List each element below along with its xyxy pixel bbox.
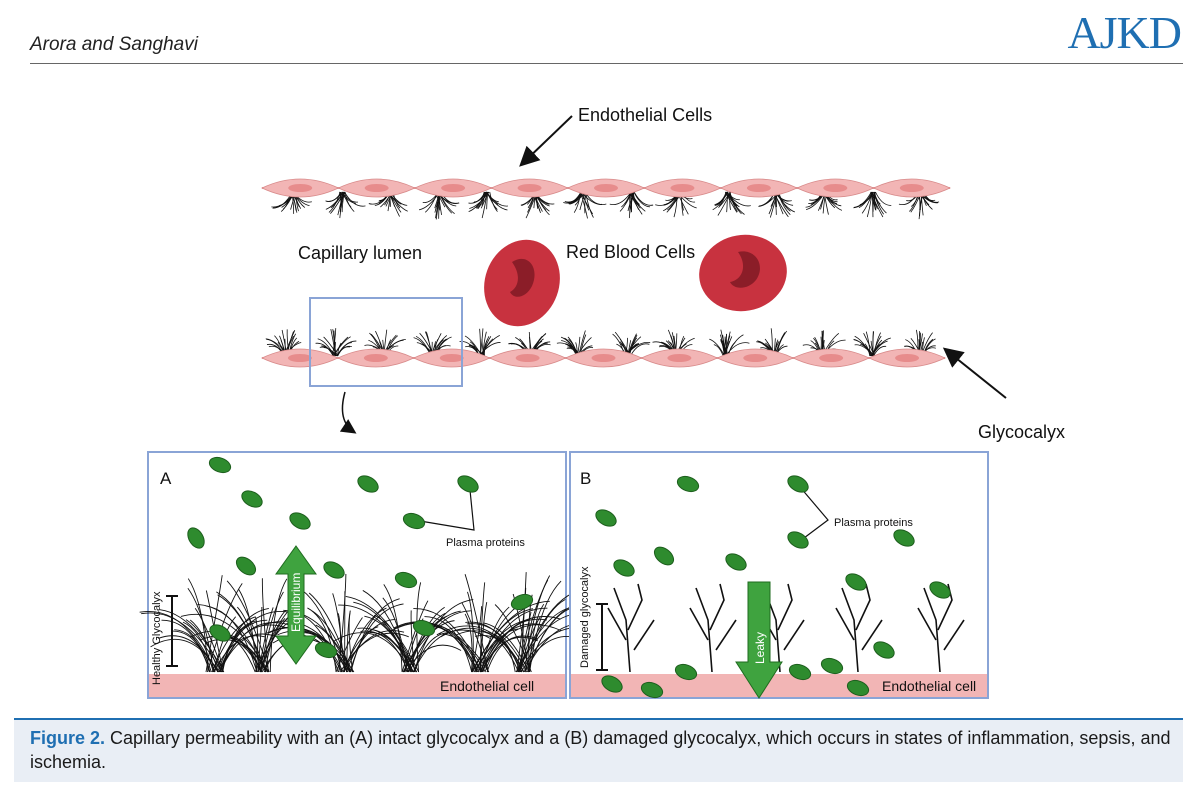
caption-background xyxy=(14,718,1183,782)
cell-nucleus xyxy=(895,354,920,362)
plasma-protein xyxy=(613,559,635,577)
cell-nucleus xyxy=(363,354,388,362)
cell-nucleus xyxy=(517,184,542,192)
panel-a-cell-label: Endothelial cell xyxy=(440,678,534,694)
plasma-protein xyxy=(510,593,534,611)
damaged-glycocalyx-label: Damaged glycocalyx xyxy=(579,566,591,668)
plasma-protein xyxy=(289,512,311,530)
endothelial-cells-label: Endothelial Cells xyxy=(578,105,712,125)
equilibrium-arrow xyxy=(275,545,317,665)
leaky-arrow xyxy=(735,581,783,699)
journal-logo: AJKD xyxy=(1067,7,1182,58)
plasma-protein xyxy=(601,675,623,693)
panel-a-protein-pointer xyxy=(419,489,475,531)
plasma-protein xyxy=(241,490,263,508)
header-divider xyxy=(30,63,1183,64)
cell-nucleus xyxy=(287,354,312,362)
plasma-protein xyxy=(674,663,698,681)
cell-nucleus xyxy=(515,354,540,362)
lower-endothelial-cells xyxy=(261,348,946,368)
plasma-protein xyxy=(323,561,345,579)
panel-a-plasma-proteins-label: Plasma proteins xyxy=(446,537,525,549)
capillary-lumen-label: Capillary lumen xyxy=(298,243,422,263)
plasma-protein xyxy=(357,475,379,493)
panel-a-letter: A xyxy=(160,469,172,488)
plasma-protein xyxy=(209,624,231,642)
panel-b-plasma-proteins-label: Plasma proteins xyxy=(834,517,913,529)
plasma-protein xyxy=(676,475,700,493)
healthy-glycocalyx-label: Healthy Glycocalyx xyxy=(151,591,163,685)
plasma-protein xyxy=(845,573,867,591)
plasma-protein xyxy=(893,529,915,547)
cell-nucleus xyxy=(667,354,692,362)
zoom-pointer xyxy=(339,391,357,434)
cell-nucleus xyxy=(819,354,844,362)
panel-a-plasma-proteins xyxy=(187,456,534,659)
plasma-protein xyxy=(457,475,479,493)
cell-nucleus xyxy=(594,184,618,192)
plasma-protein xyxy=(787,475,809,493)
plasma-protein xyxy=(595,509,617,527)
cell-nucleus xyxy=(899,184,924,192)
plasma-protein xyxy=(787,531,809,549)
cell-nucleus xyxy=(439,354,464,362)
cell-nucleus xyxy=(288,184,313,192)
plasma-protein xyxy=(929,581,951,599)
panel-a-endothelial-cell xyxy=(149,674,565,697)
cell-nucleus xyxy=(823,184,848,192)
cell-nucleus xyxy=(670,184,695,192)
plasma-protein xyxy=(873,641,895,659)
endothelial-cells-pointer xyxy=(519,115,573,167)
panel-a-thickness-bracket xyxy=(166,595,178,667)
plasma-protein xyxy=(235,556,257,576)
cell-nucleus xyxy=(364,184,389,192)
cell-nucleus xyxy=(441,184,466,192)
red-blood-cell xyxy=(484,239,560,327)
panel-b-thickness-bracket xyxy=(596,603,608,671)
plasma-protein xyxy=(314,641,338,659)
red-blood-cell xyxy=(699,234,787,312)
figure-caption: Figure 2. Capillary permeability with an… xyxy=(30,726,1180,774)
panel-b-cell-label: Endothelial cell xyxy=(882,678,976,694)
plasma-protein xyxy=(187,527,205,549)
plasma-protein xyxy=(394,571,418,589)
glycocalyx-pointer xyxy=(942,347,1007,399)
red-blood-cells-label: Red Blood Cells xyxy=(566,242,695,262)
cell-nucleus xyxy=(743,354,768,362)
panel-a: Endothelial cell A Healthy Glycocalyx Eq… xyxy=(139,451,609,699)
panel-b-endothelial-cell xyxy=(571,674,987,697)
plasma-protein xyxy=(208,456,232,474)
panel-b-protein-pointer xyxy=(799,486,829,539)
plasma-protein xyxy=(846,679,870,697)
running-header-authors: Arora and Sanghavi xyxy=(30,34,198,55)
cell-nucleus xyxy=(746,184,771,192)
leaky-label: Leaky xyxy=(753,632,767,664)
panel-b-letter: B xyxy=(580,469,591,488)
figure-illustration: Endothelial Cells Capillary lumen Red Bl… xyxy=(139,105,1065,699)
plasma-protein xyxy=(653,546,675,566)
panel-b: Endothelial cell B Damaged glycocalyx Le… xyxy=(569,451,989,699)
plasma-protein xyxy=(820,657,844,675)
plasma-protein xyxy=(725,553,747,571)
caption-label: Figure 2. xyxy=(30,728,106,748)
plasma-protein xyxy=(640,681,664,699)
healthy-glycocalyx-strands xyxy=(139,572,609,673)
plasma-protein xyxy=(412,619,436,637)
cell-nucleus xyxy=(591,354,616,362)
zoom-region-box xyxy=(309,297,463,387)
glycocalyx-label: Glycocalyx xyxy=(978,422,1065,442)
upper-endothelial-cells xyxy=(261,178,951,198)
panel-b-plasma-proteins xyxy=(595,475,951,699)
plasma-protein xyxy=(402,512,426,530)
equilibrium-label: Equilibrium xyxy=(289,573,303,632)
plasma-protein xyxy=(788,663,812,681)
caption-body: Capillary permeability with an (A) intac… xyxy=(30,728,1171,772)
